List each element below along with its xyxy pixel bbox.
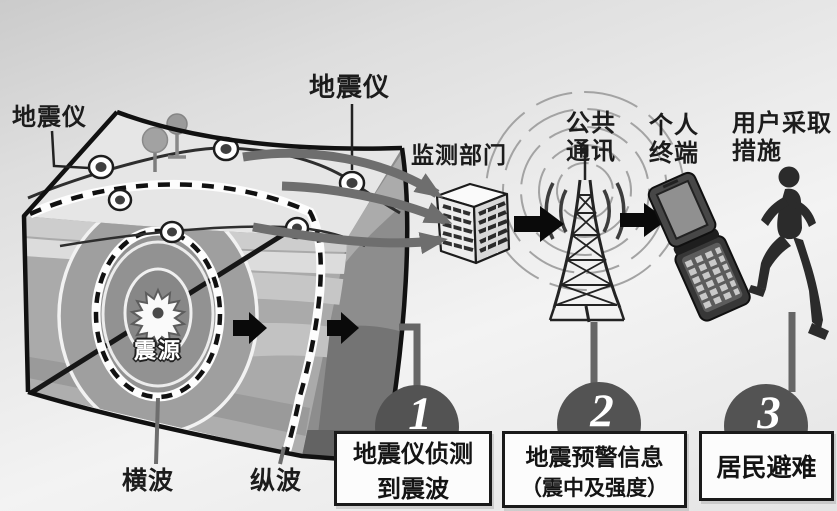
label-seismometer-left: 地震仪: [12, 104, 87, 131]
right-arrow-icon: [233, 312, 267, 344]
running-person-icon: [748, 166, 829, 340]
radio-tower-icon: [544, 146, 626, 323]
label-s-wave: 横波: [122, 467, 175, 495]
tree-icon: [141, 113, 188, 172]
step-1-box: 地震仪侦测 到震波: [334, 431, 492, 506]
step-2-text: 地震预警信息: [525, 443, 664, 470]
earth-block: [21, 109, 410, 462]
seismometer-sensor-icon: [159, 220, 185, 244]
label-user-action: 用户采取 措施: [732, 110, 832, 167]
label-p-wave: 纵波: [250, 467, 303, 495]
label-personal-terminal: 个人 终端: [641, 112, 707, 169]
curved-arrow-icon: [281, 181, 453, 226]
s-wave-dashed-ring: [93, 228, 223, 400]
label-public-communication: 公共 通讯: [556, 110, 626, 167]
seismometer-sensor-icon: [107, 188, 133, 212]
label-line: 个人: [649, 112, 699, 139]
label-seismometer-top: 地震仪: [309, 72, 391, 102]
curved-arrow-icon: [252, 222, 448, 255]
data-flow-arrows: [242, 148, 453, 255]
step-1-text: 地震仪侦测: [353, 440, 473, 468]
right-arrow-icon: [514, 206, 564, 242]
step-3-box: 居民避难: [699, 431, 834, 501]
label-hypocenter: 震源: [133, 338, 182, 363]
label-line: 公共: [566, 110, 616, 137]
wave-direction-arrows: [233, 312, 359, 344]
p-wave-dashed-front: [29, 182, 324, 454]
label-line: 措施: [732, 138, 782, 166]
step-1-number: 1: [408, 388, 432, 440]
step-3-text: 居民避难: [716, 454, 817, 482]
building-icon: [435, 182, 511, 265]
label-monitoring-department: 监测部门: [411, 142, 507, 168]
step-2-box: 地震预警信息 （震中及强度）: [502, 431, 687, 508]
step-2-number: 2: [590, 385, 614, 437]
label-line: 用户采取: [732, 110, 832, 137]
seismometer-sensor-icon: [87, 154, 115, 180]
step-2-text: （震中及强度）: [521, 476, 668, 500]
hypocenter-starburst-icon: [129, 287, 187, 349]
step-connectors: [399, 312, 796, 392]
phone-icon: [647, 171, 751, 322]
step-3-number: 3: [757, 387, 781, 439]
label-line: 终端: [649, 140, 699, 168]
right-arrow-icon: [327, 312, 359, 344]
curved-arrow-icon: [242, 148, 443, 198]
step-1-text: 到震波: [377, 475, 449, 503]
label-line: 通讯: [566, 138, 616, 166]
